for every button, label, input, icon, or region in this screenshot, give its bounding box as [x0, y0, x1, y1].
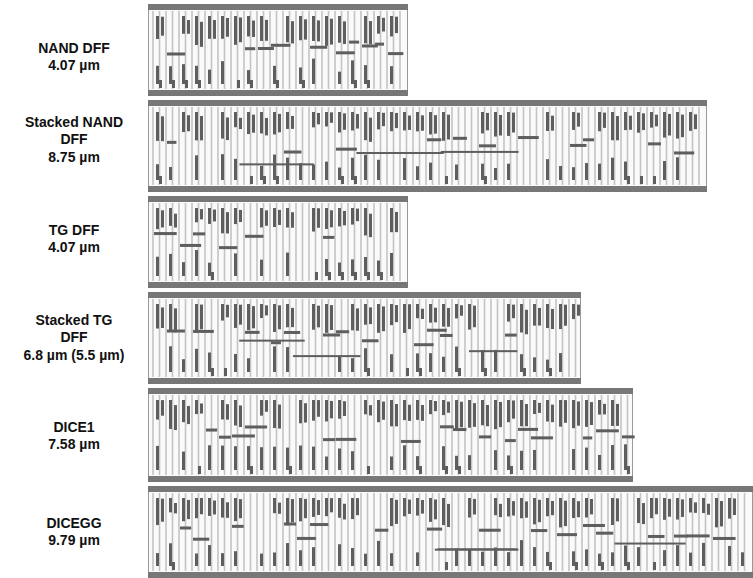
cell-width: 7.58 µm: [2, 436, 146, 454]
cell-layout-strip: [148, 388, 635, 482]
cell-name: TG DFF: [4, 222, 144, 240]
cell-layout-strip: [148, 196, 408, 288]
cell-width: 4.07 µm: [2, 239, 146, 257]
cell-label: DICE17.58 µm: [0, 419, 148, 454]
cell-width: 8.75 µm: [2, 149, 146, 167]
cell-name: DICEGG: [4, 515, 144, 533]
cell-layout-strip: [148, 4, 408, 96]
cell-name: NAND DFF: [4, 40, 144, 58]
cell-name: Stacked NAND DFF: [14, 114, 134, 149]
cell-label: DICEGG9.79 µm: [0, 515, 148, 550]
cell-width: 6.8 µm (5.5 µm): [2, 347, 146, 365]
cell-label: Stacked NAND DFF8.75 µm: [0, 114, 148, 167]
cell-name: Stacked TG DFF: [24, 312, 124, 347]
cell-layout-strip: [148, 100, 707, 192]
cell-layout-strip: [148, 486, 753, 578]
cell-width: 9.79 µm: [2, 532, 146, 550]
cell-label: Stacked TG DFF6.8 µm (5.5 µm): [0, 312, 148, 365]
cell-layout-strip: [148, 292, 581, 384]
cell-label: NAND DFF4.07 µm: [0, 40, 148, 75]
cell-width: 4.07 µm: [2, 57, 146, 75]
cell-name: DICE1: [4, 419, 144, 437]
cell-label: TG DFF4.07 µm: [0, 222, 148, 257]
